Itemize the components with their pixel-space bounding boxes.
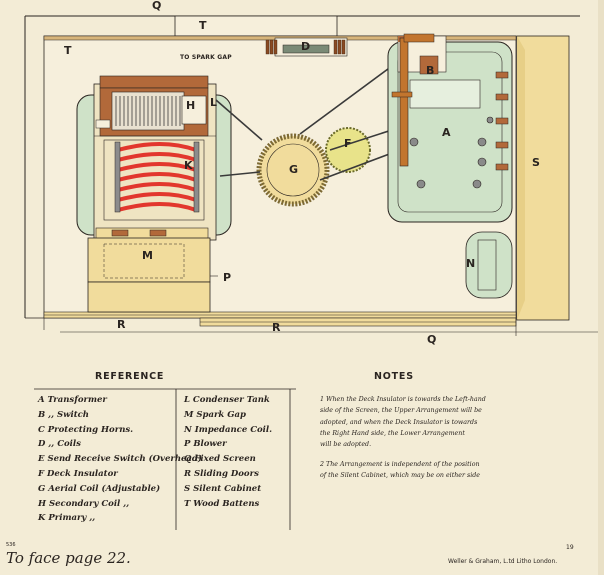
label-transformer: A [442, 126, 451, 139]
label-to-spark-gap: TO SPARK GAP [180, 54, 232, 61]
plate-number: 536 [6, 542, 16, 548]
label-sliding-door-mid: R [272, 321, 281, 334]
label-sliding-door-left: R [117, 318, 126, 331]
label-fixed-screen-bottom: Q [427, 333, 437, 346]
sliding-doors [43, 311, 517, 327]
label-secondary-coil: H [186, 99, 196, 112]
reference-item: K Primary ,, [38, 513, 96, 524]
label-condenser-tank: L [210, 96, 218, 109]
reference-item: N Impedance Coil. [184, 424, 273, 435]
reference-item: D ,, Coils [38, 439, 81, 450]
note-1: 1 When the Deck Insulator is towards the… [320, 394, 596, 450]
note-line: will be adopted. [320, 441, 372, 449]
reference-left-column: A Transformer B ,, Switch C Protecting H… [38, 393, 202, 526]
reference-item: F Deck Insulator [38, 468, 118, 479]
label-deck-insulator: F [344, 137, 352, 150]
reference-item: M Spark Gap [184, 409, 246, 420]
reference-item: B ,, Switch [38, 409, 89, 420]
aerial-coil [256, 133, 330, 207]
protecting-coils [265, 37, 348, 57]
reference-item: L Condenser Tank [184, 395, 270, 405]
label-primary-coil: K [184, 159, 193, 172]
reference-item: H Secondary Coil ,, [38, 498, 130, 509]
label-spark-gap: M [142, 249, 153, 262]
transformer [387, 41, 513, 223]
to-face-page-caption: To face page 22. [6, 549, 131, 567]
reference-item: E Send Receive Switch (Overhead) [38, 454, 202, 465]
primary-coil [103, 139, 205, 221]
note-2: 2 The Arrangement is independent of the … [320, 459, 596, 482]
reference-item: A Transformer [38, 395, 107, 405]
note-line: 1 When the Deck Insulator is towards the… [320, 396, 486, 403]
label-batten-left: T [64, 44, 72, 57]
page-number: 19 [566, 544, 574, 551]
deck-insulator [325, 127, 371, 173]
impedance-coil [465, 231, 513, 299]
silent-cabinet [516, 35, 570, 321]
reference-title: REFERENCE [95, 371, 165, 382]
label-switch-b: B [426, 64, 435, 77]
reference-item: T Wood Battens [184, 498, 260, 509]
label-fixed-screen-top: Q [152, 0, 162, 12]
note-line: adopted, and when the Deck Insulator is … [320, 418, 478, 426]
printer-imprint: Weller & Graham, L.td Litho London. [448, 558, 558, 565]
label-blower: P [223, 271, 232, 284]
notes-title: NOTES [374, 371, 414, 382]
reference-item: G Aerial Coil (Adjustable) [38, 483, 161, 494]
reference-item: Q Fixed Screen [184, 454, 256, 465]
reference-right-column: L Condenser Tank M Spark Gap N Impedance… [184, 393, 272, 511]
label-batten-top: T [199, 19, 207, 32]
note-line: the Right Hand side, the Lower Arrangeme… [320, 429, 465, 437]
note-line: 2 The Arrangement is independent of the … [320, 461, 480, 468]
reference-item: P Blower [184, 439, 227, 450]
note-line: of the Silent Cabinet, which may be on e… [320, 472, 481, 480]
reference-item: C Protecting Horns. [38, 424, 134, 435]
reference-table [34, 388, 296, 530]
page-edge [598, 0, 604, 575]
reference-item: S Silent Cabinet [184, 483, 262, 494]
label-impedance-coil: N [466, 257, 476, 270]
reference-item: R Sliding Doors [184, 468, 259, 479]
note-line: side of the Screen, the Upper Arrangemen… [320, 407, 482, 415]
cabinet-shade [517, 36, 525, 320]
spark-gap [87, 227, 211, 313]
label-coils-d: D [301, 40, 311, 53]
wiring-leads [215, 65, 401, 181]
transformer-switch [391, 33, 447, 167]
label-silent-cabinet: S [532, 156, 540, 169]
label-aerial-coil: G [289, 163, 299, 176]
